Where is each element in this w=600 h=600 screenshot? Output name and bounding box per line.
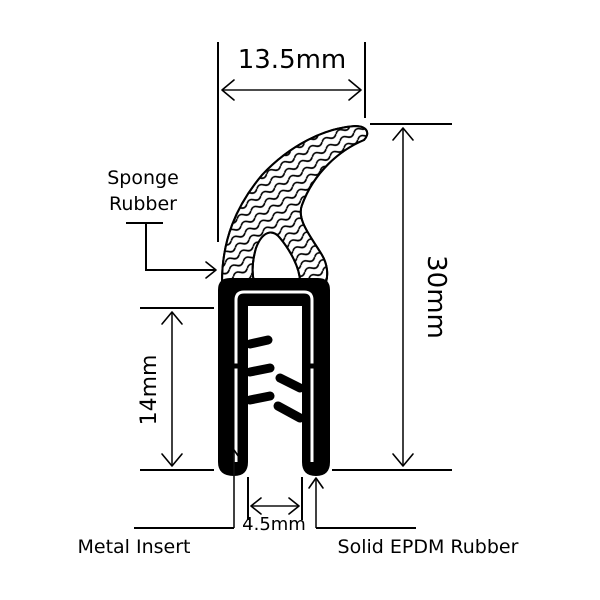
metal-insert-shape: [234, 290, 314, 462]
sponge-texture: [222, 126, 368, 282]
channel-depth-dimension: 14mm: [137, 307, 214, 471]
width-dimension: 13.5mm: [217, 42, 366, 242]
sponge-rubber-arrow-icon: [205, 261, 217, 279]
gap-dimension-label: 4.5mm: [242, 514, 306, 535]
solid-epdm-label: Solid EPDM Rubber: [338, 536, 519, 558]
width-dimension-label: 13.5mm: [238, 45, 347, 75]
sponge-rubber-callout: Sponge Rubber: [107, 167, 217, 279]
gripping-fins-right: [273, 373, 305, 423]
gap-dimension: 4.5mm: [242, 477, 306, 535]
solid-epdm-arrow-icon: [308, 477, 324, 489]
height-dimension-label: 30mm: [421, 255, 451, 339]
solid-epdm-channel: [218, 278, 330, 476]
height-dimension: 30mm: [332, 123, 452, 471]
gripping-fins-left: [245, 335, 275, 405]
metal-insert-callout: Metal Insert: [78, 449, 242, 558]
channel-depth-label: 14mm: [137, 355, 162, 426]
solid-epdm-callout: Solid EPDM Rubber: [308, 477, 519, 558]
metal-insert-arrow-icon: [226, 449, 242, 461]
metal-insert-label: Metal Insert: [78, 536, 191, 558]
sponge-rubber-label-line2: Rubber: [109, 193, 177, 215]
sponge-rubber-bulb: [220, 124, 369, 283]
sponge-rubber-label-line1: Sponge: [107, 167, 179, 189]
